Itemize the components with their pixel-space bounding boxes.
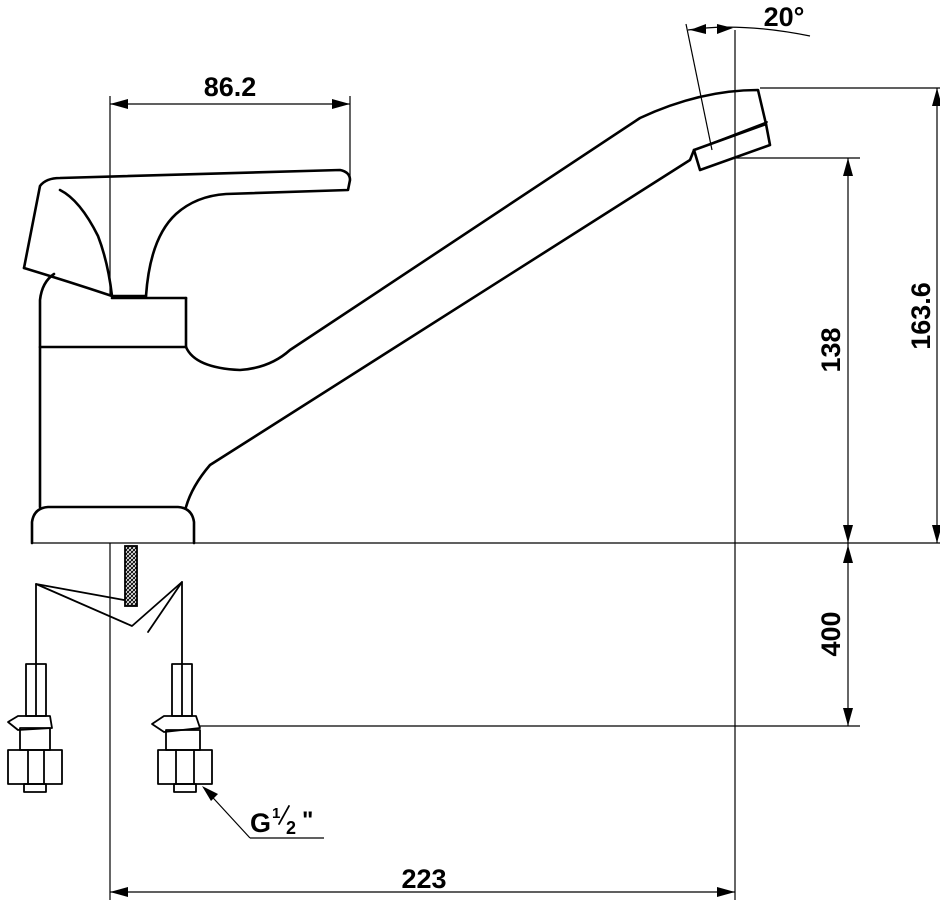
hose-length-label: 400 [816, 611, 846, 656]
aerator-line [709, 121, 768, 145]
faucet-body [22, 88, 772, 545]
hose-right-line [147, 581, 183, 633]
thread-denominator: 2 [286, 818, 296, 838]
handle-lever [22, 168, 352, 298]
supply-hoses [7, 581, 213, 793]
hose-connector-right [151, 663, 213, 793]
hose-connector-left [7, 663, 63, 793]
handle-width-label: 86.2 [204, 72, 257, 102]
thread-suffix: " [302, 807, 313, 834]
spout-outline [184, 88, 768, 509]
handle-lever-inner [22, 188, 114, 298]
faucet-base [30, 505, 196, 545]
dimension-lines [32, 23, 940, 900]
spout-height-label: 138 [816, 327, 846, 372]
hose-zigzag-a [35, 583, 125, 601]
spout-angle-label: 20° [764, 2, 805, 32]
hose-left-line [35, 581, 183, 665]
angle-reference-line [685, 23, 713, 151]
mounting-rod [124, 545, 138, 607]
thread-prefix: G [250, 808, 271, 838]
faucet-cylinder [38, 272, 56, 509]
thread-numerator: 1 [272, 805, 280, 822]
dimension-labels: 86.2 20° 163.6 138 400 223 G 1 2 " [204, 2, 936, 894]
total-length-label: 223 [401, 864, 446, 894]
thread-fraction-slash [278, 805, 290, 825]
thread-size-label: G 1 2 " [250, 805, 313, 838]
total-height-label: 163.6 [906, 282, 936, 350]
